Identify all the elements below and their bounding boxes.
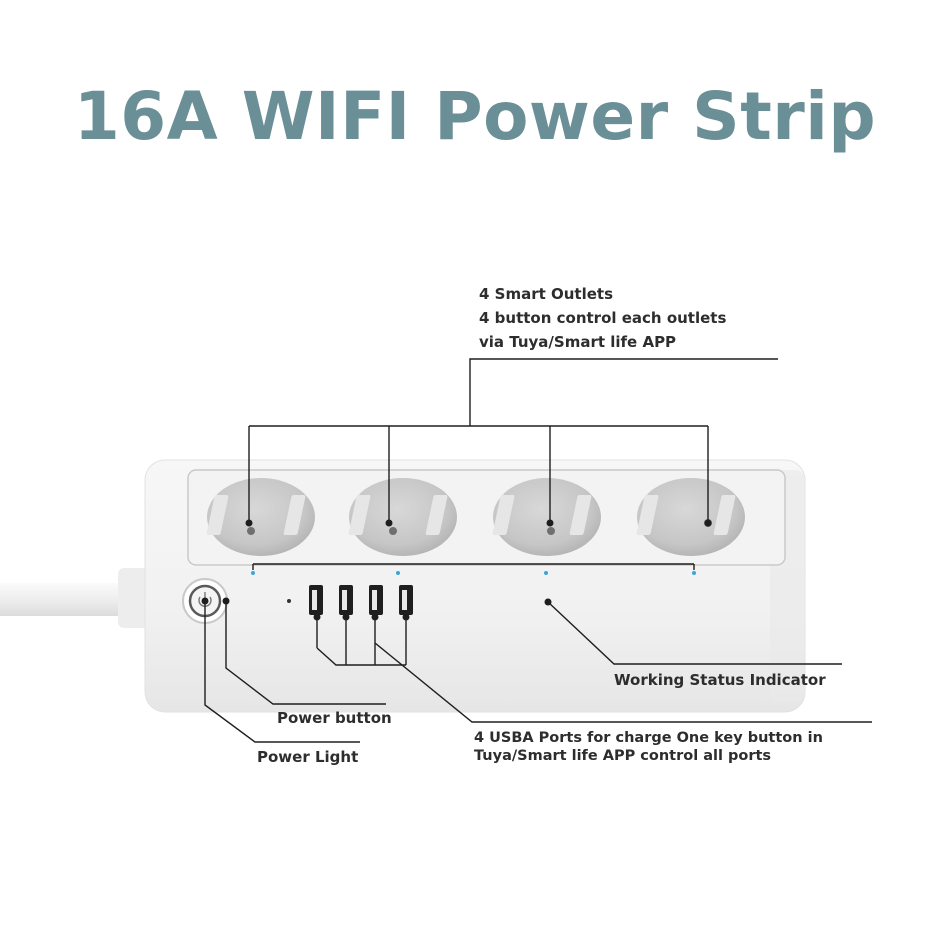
usb-callout-line2: Tuya/Smart life APP control all ports — [474, 748, 772, 764]
outlet-4 — [636, 478, 745, 556]
status-indicators — [251, 571, 696, 575]
outlets-callout-line3: via Tuya/Smart life APP — [479, 333, 677, 351]
outlet-2 — [348, 478, 457, 556]
power-light — [287, 599, 291, 603]
power-button-callout: Power button — [277, 709, 392, 727]
status-indicator-callout: Working Status Indicator — [614, 671, 826, 689]
power-light-callout: Power Light — [257, 748, 359, 766]
outlets-callout-line2: 4 button control each outlets — [479, 309, 727, 327]
page-title: 16A WIFI Power Strip — [73, 78, 877, 155]
outlet-1 — [206, 478, 315, 556]
outlet-3 — [492, 478, 601, 556]
usb-ports — [309, 585, 413, 615]
power-cable — [0, 568, 154, 628]
leader-dots — [201, 519, 712, 621]
leader-lines — [204, 358, 872, 743]
outlets-callout-line1: 4 Smart Outlets — [479, 285, 614, 303]
usb-callout-line1: 4 USBA Ports for charge One key button i… — [474, 730, 823, 746]
